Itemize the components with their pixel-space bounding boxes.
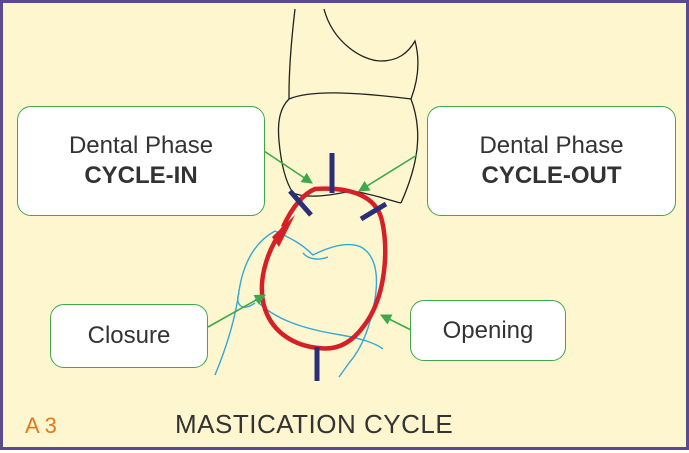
opening-label-box: Opening <box>410 300 566 361</box>
closure-label: Closure <box>87 322 171 349</box>
mastication-cycle-path <box>259 186 388 351</box>
diagram-drawing <box>207 8 419 381</box>
cycle-in-title: CYCLE-IN <box>84 162 198 189</box>
phase-mark-cycle-out <box>359 201 388 222</box>
arrow-opening <box>379 314 414 332</box>
phase-marks <box>288 153 388 381</box>
panel-id: A 3 <box>25 413 57 438</box>
cycle-out-label-box: Dental Phase CYCLE-OUT <box>427 106 676 216</box>
phase-mark-cycle-in <box>288 189 313 217</box>
lower-tooth <box>214 230 384 378</box>
cycle-out-title: CYCLE-OUT <box>481 162 622 189</box>
pointer-arrows <box>207 148 418 332</box>
arrow-cycle-out <box>358 154 418 192</box>
arrow-closure <box>207 294 266 328</box>
arrow-cycle-in <box>260 148 313 184</box>
cycle-out-phase-text: Dental Phase <box>479 132 624 159</box>
figure-caption: MASTICATION CYCLE <box>175 409 454 439</box>
cycle-in-label-box: Dental Phase CYCLE-IN <box>17 106 265 216</box>
closure-label-box: Closure <box>50 304 208 368</box>
cycle-direction-arrowhead <box>272 215 295 247</box>
opening-label: Opening <box>442 316 534 344</box>
cycle-in-phase-text: Dental Phase <box>68 132 214 159</box>
